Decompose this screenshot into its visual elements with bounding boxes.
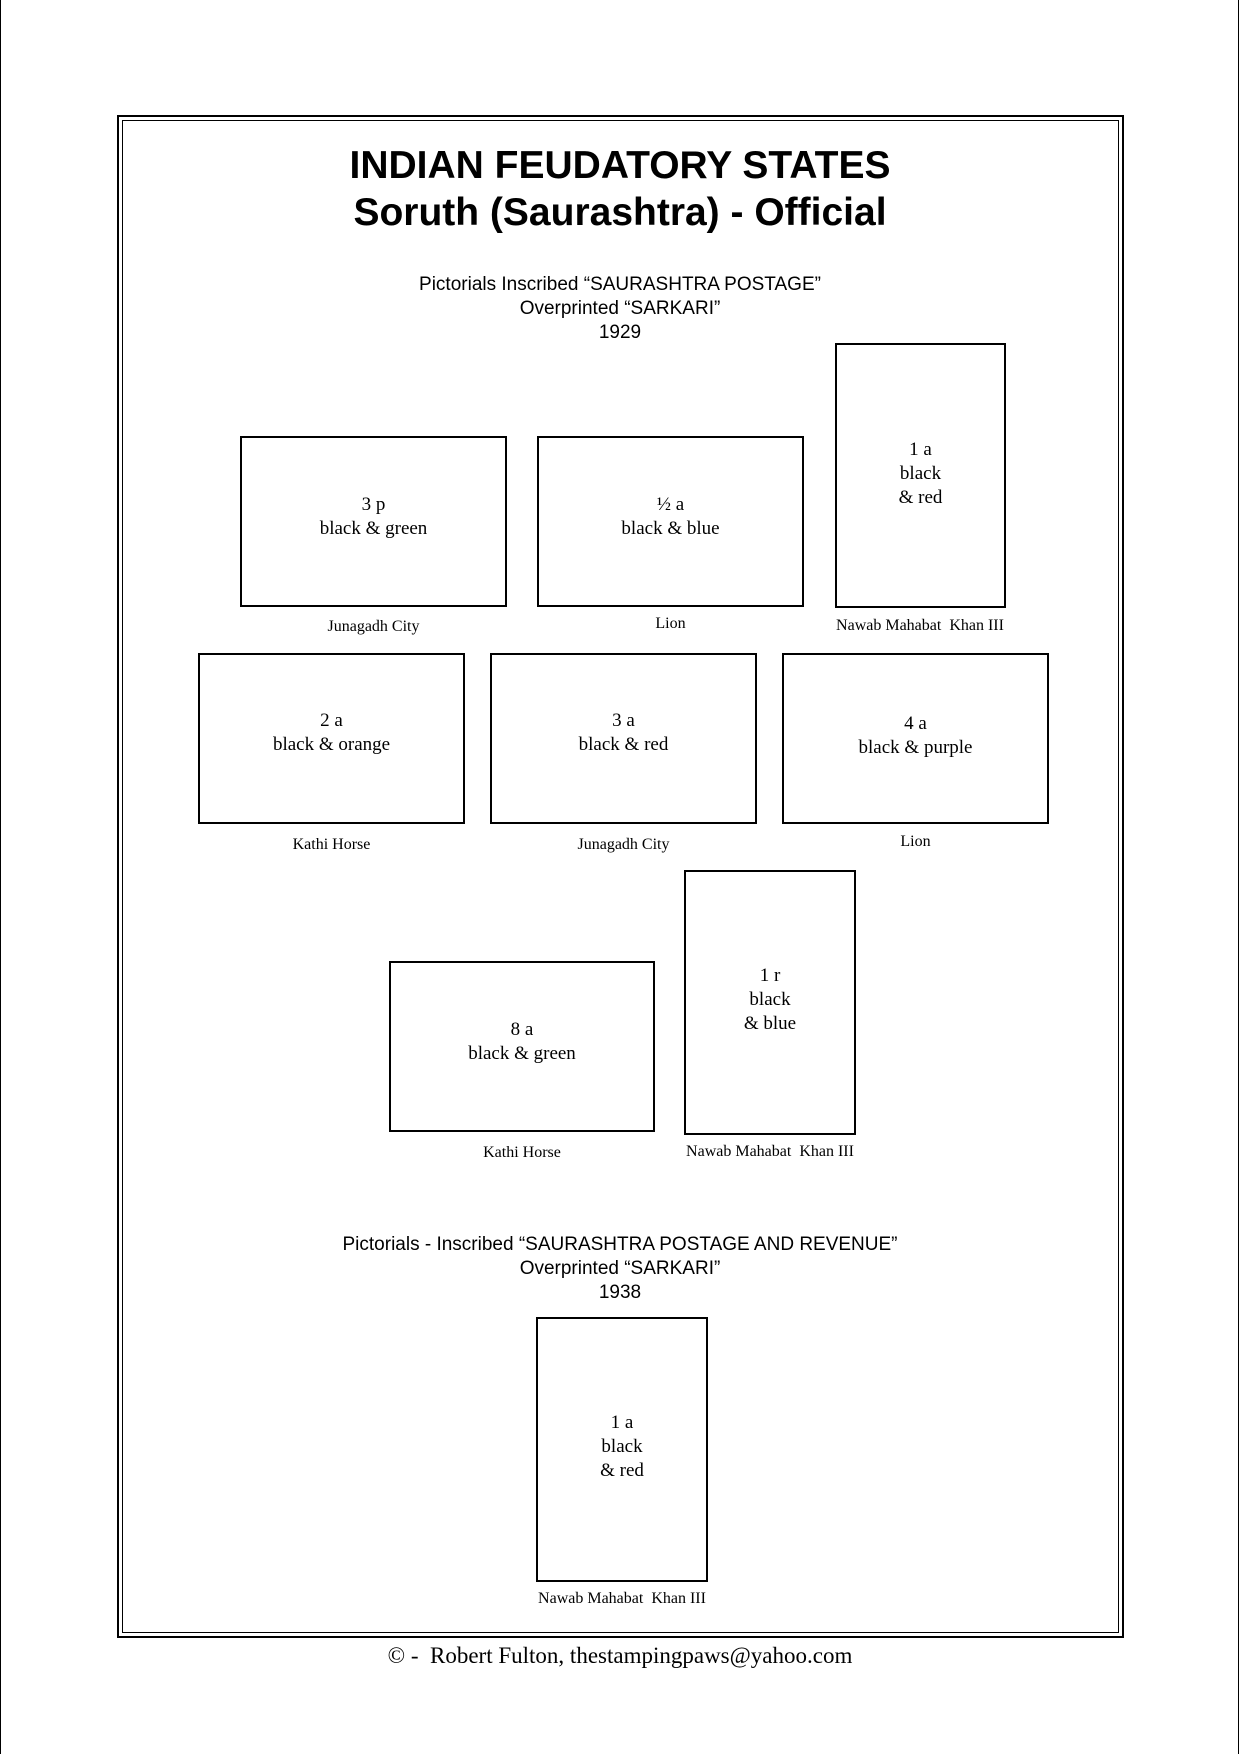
stamp-caption: Nawab Mahabat Khan III [836, 617, 1004, 634]
stamp-color: & blue [743, 1013, 797, 1034]
stamp-space-4a: 4 a black & purple [782, 653, 1049, 824]
stamp-space-2a: 2 a black & orange [198, 653, 465, 824]
section-1938-heading: Pictorials - Inscribed “SAURASHTRA POSTA… [120, 1233, 1120, 1305]
issue-description: Pictorials Inscribed “SAURASHTRA POSTAGE… [419, 274, 821, 295]
stamp-space-1a-1938: 1 a black & red [536, 1317, 708, 1582]
stamp-value: 1 a [610, 1412, 634, 1433]
copyright-footer: © - Robert Fulton, thestampingpaws@yahoo… [387, 1643, 853, 1668]
stamp-space-3p: 3 p black & green [240, 436, 507, 607]
stamp-color: & red [600, 1460, 644, 1481]
overprint-description: Overprinted “SARKARI” [519, 298, 721, 319]
stamp-space-1r: 1 r black & blue [684, 870, 856, 1135]
stamp-caption: Lion [900, 833, 931, 850]
stamp-color: black & purple [858, 737, 973, 758]
stamp-caption: Nawab Mahabat Khan III [686, 1143, 854, 1160]
page-edge [0, 0, 1, 1754]
stamp-value: 3 a [612, 710, 635, 731]
issue-year: 1938 [598, 1282, 642, 1303]
stamp-color: & red [898, 487, 943, 508]
stamp-color: black & green [468, 1043, 576, 1064]
overprint-description: Overprinted “SARKARI” [519, 1258, 721, 1279]
stamp-color: black & green [319, 518, 428, 539]
stamp-value: ½ a [656, 494, 685, 515]
page-subtitle: Soruth (Saurashtra) - Official [353, 191, 887, 234]
stamp-caption: Junagadh City [327, 618, 420, 635]
stamp-space-8a: 8 a black & green [389, 961, 655, 1132]
stamp-space-half-a: ½ a black & blue [537, 436, 804, 607]
stamp-value: 4 a [904, 713, 927, 734]
stamp-color: black [749, 989, 791, 1010]
stamp-caption: Nawab Mahabat Khan III [538, 1590, 706, 1607]
stamp-color: black & blue [621, 518, 720, 539]
stamp-caption: Kathi Horse [483, 1144, 561, 1161]
stamp-caption: Kathi Horse [292, 836, 371, 853]
stamp-caption: Junagadh City [577, 836, 670, 853]
stamp-value: 3 p [361, 494, 386, 515]
album-page-inner-border [122, 120, 1119, 1633]
album-page-outer-border [117, 115, 1124, 1638]
stamp-value: 1 r [759, 965, 781, 986]
page-edge [1238, 0, 1239, 1754]
stamp-space-1a: 1 a black & red [835, 343, 1006, 608]
stamp-space-3a: 3 a black & red [490, 653, 757, 824]
stamp-value: 8 a [510, 1019, 534, 1040]
stamp-value: 2 a [320, 710, 343, 731]
stamp-caption: Lion [655, 615, 686, 632]
stamp-color: black [899, 463, 942, 484]
issue-description: Pictorials - Inscribed “SAURASHTRA POSTA… [342, 1234, 898, 1255]
stamp-color: black [601, 1436, 643, 1457]
stamp-value: 1 a [909, 439, 932, 460]
stamp-color: black & orange [272, 734, 391, 755]
page-title: INDIAN FEUDATORY STATES [349, 144, 891, 187]
section-1929-heading: Pictorials Inscribed “SAURASHTRA POSTAGE… [120, 273, 1120, 345]
stamp-color: black & red [578, 734, 669, 755]
issue-year: 1929 [598, 322, 642, 343]
